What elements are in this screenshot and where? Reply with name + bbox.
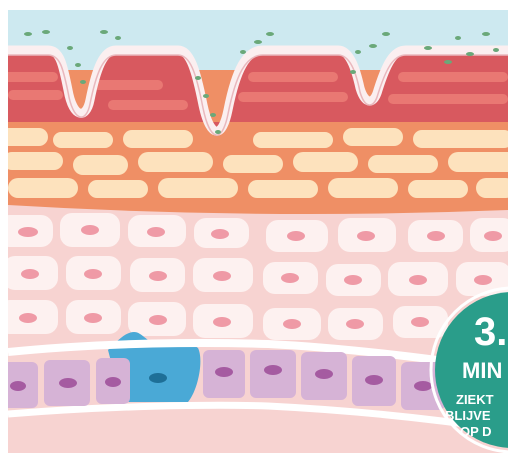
badge-line-2: ZIEKT <box>456 392 494 407</box>
badge-line-4: OP D <box>460 424 492 439</box>
badge-number: 3. <box>474 310 507 354</box>
badge-line-1: MIN <box>462 358 502 383</box>
badge-line-3: BLIJVE <box>445 408 491 423</box>
skin-layers-illustration: 3. MIN ZIEKT BLIJVE OP D <box>8 10 508 453</box>
melanocyte-nucleus <box>149 373 167 383</box>
